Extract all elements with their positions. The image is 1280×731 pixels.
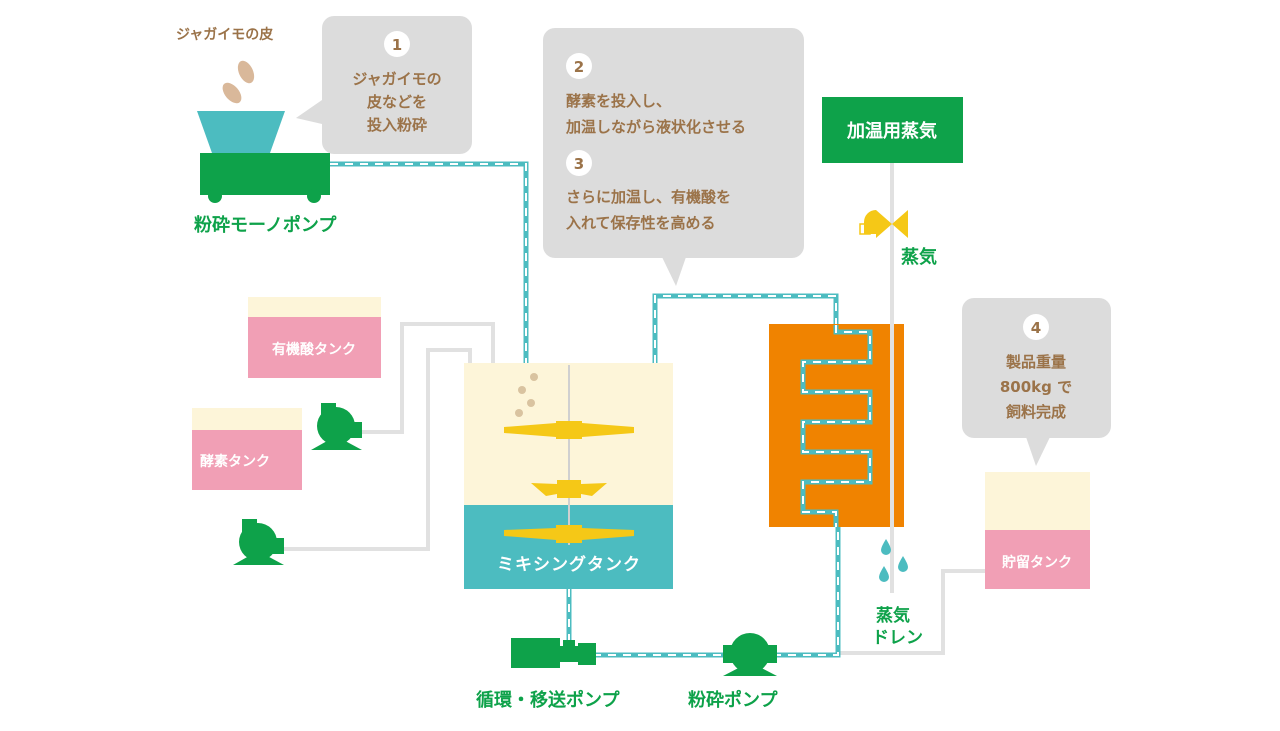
step-1-line-1: ジャガイモの (352, 70, 441, 88)
crushing-pump-label: 粉砕ポンプ (688, 689, 778, 711)
heat-exchanger (769, 324, 904, 527)
heat-exchanger-coil (800, 325, 873, 527)
product-pipes (330, 161, 841, 658)
steam-drain-label-line-1: 蒸気 (876, 605, 910, 626)
enzyme-tank-label: 酵素タンク (200, 453, 270, 470)
crushing-pump (723, 633, 777, 676)
circulation-transfer-pump (511, 638, 596, 668)
heating-steam-label: 加温用蒸気 (846, 120, 937, 142)
step-3-line-1: さらに加温し、有機酸を (566, 188, 731, 206)
step-1-line-2: 皮などを (367, 93, 427, 111)
step-1-bubble: 1 ジャガイモの 皮などを 投入粉砕 (296, 16, 472, 154)
heating-steam-box (822, 97, 963, 163)
grinder-mono-pump (197, 111, 330, 203)
step-2-line-1: 酵素を投入し、 (566, 92, 671, 110)
peel-label: ジャガイモの皮 (176, 26, 273, 43)
step-3-number: 3 (574, 155, 584, 173)
step-1-number: 1 (392, 36, 402, 54)
grinder-pump-label: 粉砕モーノポンプ (194, 214, 337, 236)
storage-tank (985, 472, 1090, 589)
steam-drain-label-line-2: ドレン (872, 628, 923, 648)
step-2-line-2: 加温しながら液状化させる (565, 118, 746, 136)
enzyme-tank (192, 408, 302, 490)
potato-peel-piece (237, 60, 255, 84)
step-1-line-3: 投入粉砕 (367, 116, 427, 134)
steam-label: 蒸気 (901, 246, 937, 268)
circulation-pump-label: 循環・移送ポンプ (476, 689, 620, 711)
steam-valve-icon (859, 210, 908, 238)
supply-pipes (284, 322, 985, 655)
step-2-3-bubble: 2 酵素を投入し、 加温しながら液状化させる 3 さらに加温し、有機酸を 入れて… (543, 28, 804, 286)
step-3-line-2: 入れて保存性を高める (566, 214, 716, 232)
mixer-blade-bottom (504, 525, 634, 543)
enzyme-dosing-pump (233, 519, 284, 565)
mixer-blade-middle (531, 480, 607, 498)
step-4-line-3: 飼料完成 (1005, 403, 1066, 421)
potato-peel-piece (222, 82, 242, 104)
step-4-number: 4 (1031, 319, 1041, 337)
organic-acid-tank-label: 有機酸タンク (272, 341, 356, 358)
organic-acid-tank (248, 297, 381, 378)
step-4-line-2: 800kg で (1000, 378, 1072, 396)
water-droplet-icon (879, 539, 908, 582)
mixing-tank-label: ミキシングタンク (497, 554, 641, 575)
storage-tank-label: 貯留タンク (1002, 554, 1072, 571)
mixer-blade-top (504, 421, 634, 439)
step-4-bubble: 4 製品重量 800kg で 飼料完成 (962, 298, 1111, 466)
step-4-line-1: 製品重量 (1005, 353, 1066, 371)
acid-dosing-pump (311, 403, 362, 450)
step-2-number: 2 (574, 58, 584, 76)
